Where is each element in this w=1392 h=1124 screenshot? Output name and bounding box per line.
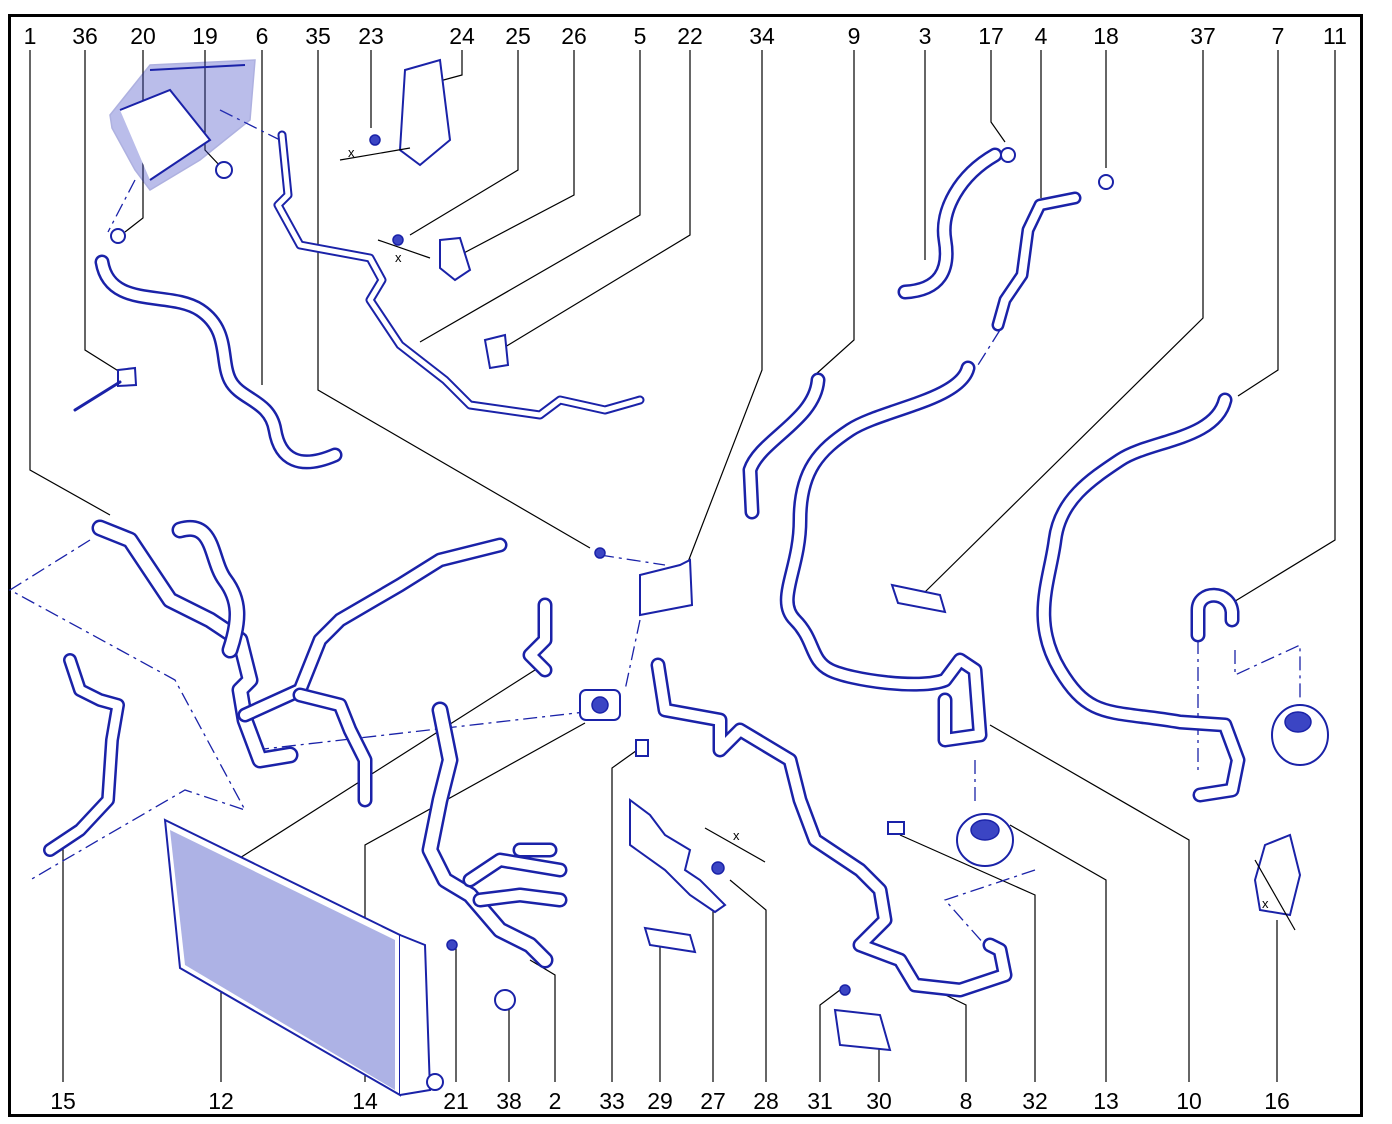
callout-label-26: 26	[561, 23, 587, 49]
callout-label-29: 29	[647, 1088, 673, 1114]
callout-label-20: 20	[130, 23, 156, 49]
callout-label-36: 36	[72, 23, 98, 49]
callout-label-9: 9	[847, 23, 861, 49]
pump-13	[956, 813, 1014, 867]
small-parts	[73, 58, 1329, 1097]
callout-label-5: 5	[633, 23, 647, 49]
callout-label-14: 14	[352, 1088, 378, 1114]
callout-label-10: 10	[1176, 1088, 1202, 1114]
callout-label-24: 24	[449, 23, 475, 49]
callout-label-17: 17	[978, 23, 1004, 49]
callout-label-30: 30	[866, 1088, 892, 1114]
callout-label-3: 3	[918, 23, 932, 49]
callout-label-2: 2	[548, 1088, 562, 1114]
torque-markers: x x x x	[339, 145, 1296, 931]
callout-label-28: 28	[753, 1088, 779, 1114]
callout-label-11: 11	[1323, 23, 1347, 49]
callout-label-35: 35	[305, 23, 331, 49]
torque-marker-25: x	[395, 250, 402, 265]
radiator	[163, 818, 432, 1097]
callout-label-8: 8	[959, 1088, 973, 1114]
callout-label-12: 12	[208, 1088, 234, 1114]
callout-label-1: 1	[23, 23, 37, 49]
callout-label-31: 31	[807, 1088, 833, 1114]
callout-label-34: 34	[749, 23, 775, 49]
pump-right	[1271, 704, 1329, 766]
callout-label-13: 13	[1093, 1088, 1119, 1114]
callout-label-25: 25	[505, 23, 531, 49]
torque-marker-23: x	[348, 145, 355, 160]
callout-label-16: 16	[1264, 1088, 1290, 1114]
torque-marker-16: x	[1262, 896, 1269, 911]
callout-label-6: 6	[255, 23, 269, 49]
callout-label-7: 7	[1271, 23, 1285, 49]
hoses	[43, 130, 1246, 998]
engine-block	[109, 59, 256, 191]
torque-marker-28: x	[733, 828, 740, 843]
diagram-frame	[8, 14, 1363, 1117]
callout-label-18: 18	[1093, 23, 1119, 49]
callout-label-15: 15	[50, 1088, 76, 1114]
callout-label-37: 37	[1190, 23, 1216, 49]
callout-label-33: 33	[599, 1088, 625, 1114]
pump-14	[579, 689, 621, 721]
callout-label-32: 32	[1022, 1088, 1048, 1114]
callout-label-4: 4	[1034, 23, 1048, 49]
callout-label-38: 38	[496, 1088, 522, 1114]
assembly-dash-lines	[8, 109, 1301, 946]
callout-label-27: 27	[700, 1088, 726, 1114]
callout-label-22: 22	[677, 23, 703, 49]
callout-label-23: 23	[358, 23, 384, 49]
callout-label-21: 21	[443, 1088, 469, 1114]
callout-label-19: 19	[192, 23, 218, 49]
